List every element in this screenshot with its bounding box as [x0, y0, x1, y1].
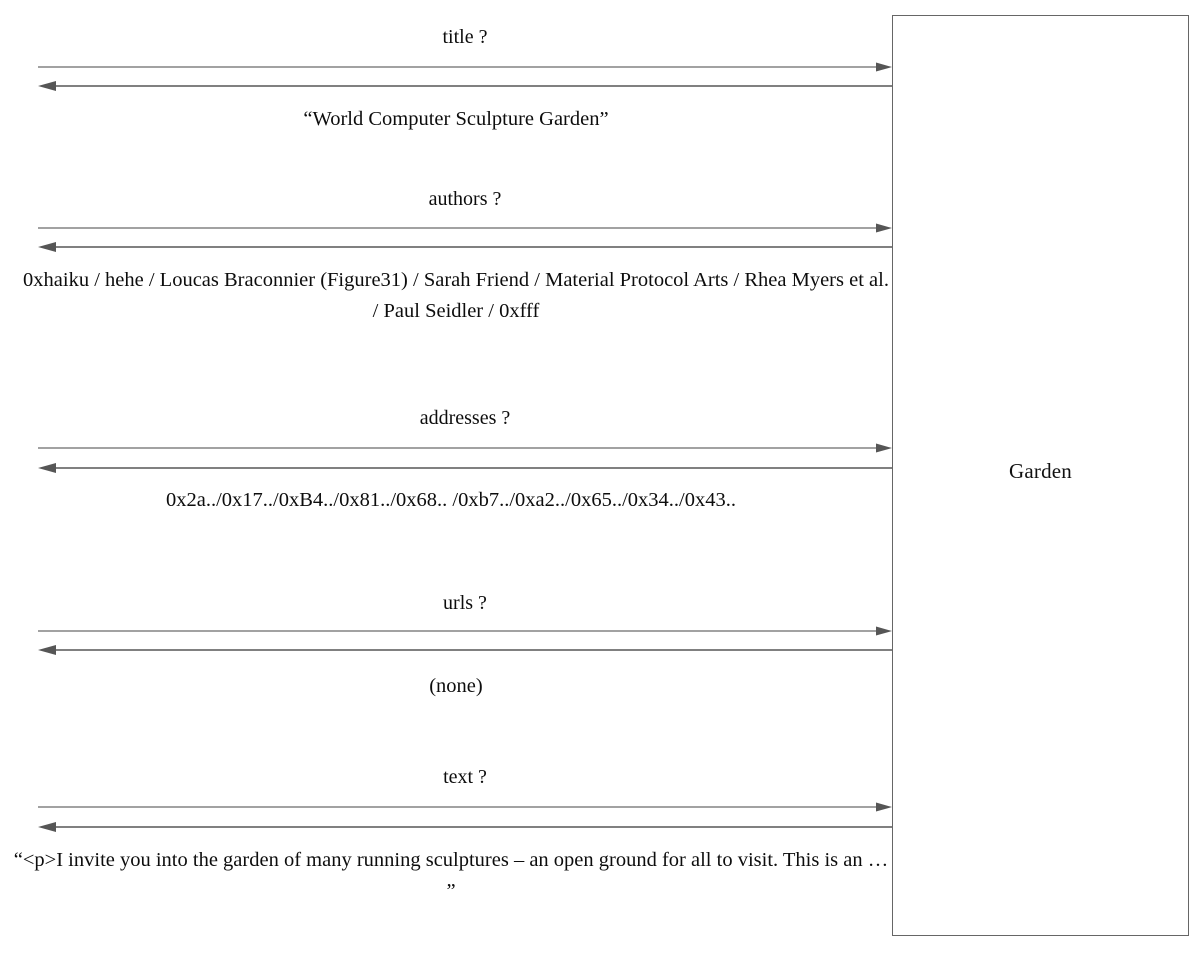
arrow-request-title [38, 61, 892, 73]
message-label-text: text ? [443, 766, 487, 788]
message-reply-urls: (none) [429, 675, 483, 697]
participant-label-garden: Garden [1008, 459, 1072, 483]
message-reply-authors: 0xhaiku / hehe / Loucas Braconnier (Figu… [23, 269, 889, 322]
message-reply-addresses: 0x2a../0x17../0xB4../0x81../0x68.. /0xb7… [165, 489, 736, 511]
message-reply-title: “World Computer Sculpture Garden” [303, 108, 609, 130]
arrow-response-authors [38, 241, 892, 253]
message-reply-text: “<p>I invite you into the garden of many… [13, 849, 889, 902]
message-label-urls: urls ? [443, 592, 487, 614]
arrow-request-addresses [38, 442, 892, 454]
arrow-request-authors [38, 222, 892, 234]
participant-box-garden [892, 15, 1189, 936]
arrow-request-text [38, 801, 892, 813]
arrow-response-title [38, 80, 892, 92]
arrow-response-text [38, 821, 892, 833]
message-label-addresses: addresses ? [419, 407, 511, 429]
arrow-request-urls [38, 625, 892, 637]
arrow-response-addresses [38, 462, 892, 474]
arrow-response-urls [38, 644, 892, 656]
message-label-authors: authors ? [428, 188, 502, 210]
message-label-title: title ? [442, 26, 488, 48]
